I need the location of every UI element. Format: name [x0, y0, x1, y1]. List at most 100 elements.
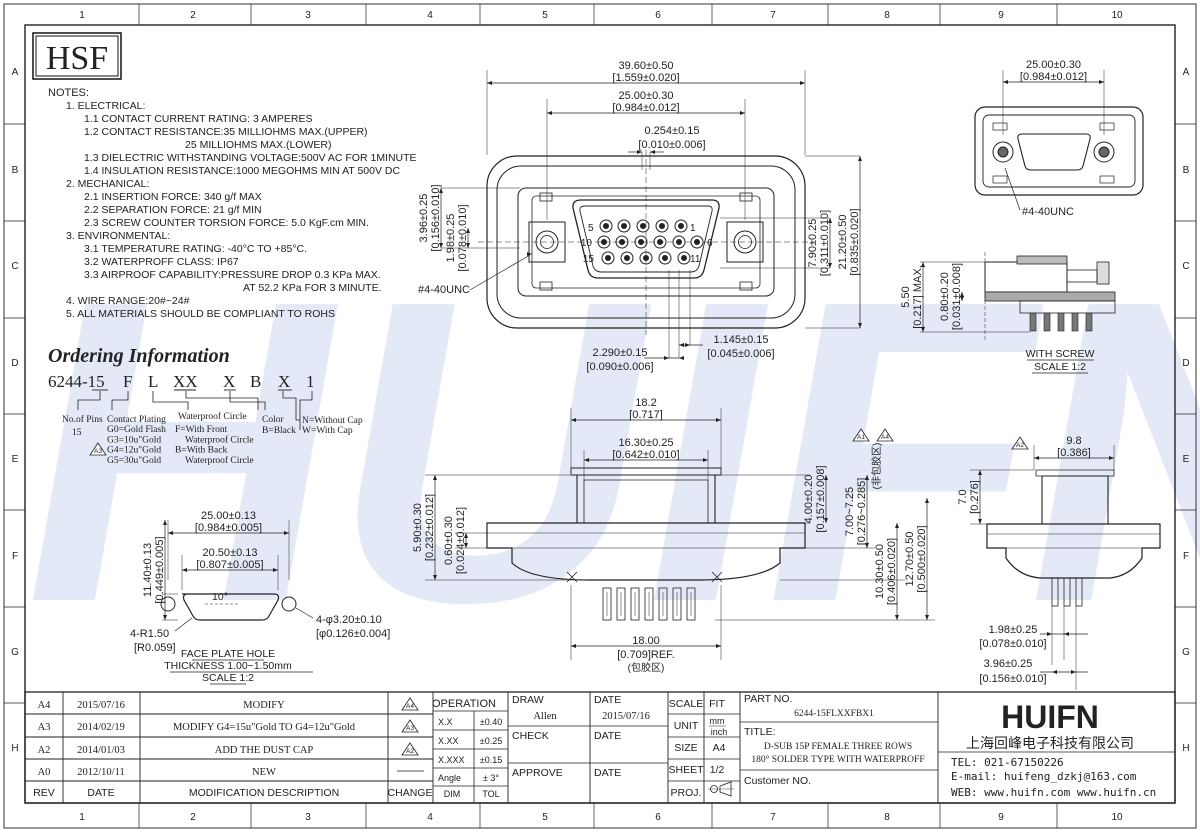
solder-cup-pin [602, 587, 612, 621]
side-body [1019, 300, 1116, 314]
contact-pin [662, 255, 668, 261]
rear-locator [1099, 175, 1115, 184]
plate-angle-label: 10° [212, 591, 228, 603]
column-marker-top: 8 [884, 10, 890, 21]
rev-code: A0 [38, 767, 51, 778]
pin-number: 6 [707, 238, 713, 249]
company-tel: TEL: 021-67150226 [951, 756, 1064, 769]
part-no-label: PART NO. [744, 693, 792, 705]
note-line: 25 MILLIOHMS MAX.(LOWER) [185, 139, 331, 151]
leader-pins [77, 391, 101, 410]
column-marker-bottom: 6 [655, 812, 661, 823]
row-marker-right: H [1182, 743, 1189, 754]
column-marker-top: 6 [655, 10, 661, 21]
size-label: SIZE [674, 742, 697, 754]
waterproof-option: F=With Front [175, 425, 228, 435]
hsf-logo-text: HSF [46, 40, 108, 77]
contact-pin [640, 223, 646, 229]
cutout-outline [182, 593, 280, 621]
arrow-head [978, 519, 982, 524]
leader-color [185, 391, 259, 410]
arrow-head [679, 356, 684, 360]
contact-pin [624, 255, 630, 261]
side-screw-head [1096, 261, 1110, 285]
column-marker-bottom: 7 [770, 812, 776, 823]
rev-header-date: DATE [87, 787, 114, 799]
solder-cup-pin [616, 587, 626, 621]
rear-screw [1093, 141, 1115, 163]
dim-overall-width-value: 39.60±0.50 [619, 60, 674, 72]
arrow-head [571, 418, 576, 422]
arrow-head [1109, 456, 1114, 460]
dim-plate-hole-pitch-value: 25.00±0.13 [201, 510, 256, 522]
rev-change-flag-text: A2 [406, 748, 414, 755]
arrow-head [858, 323, 862, 328]
rear-screw-core [997, 146, 1009, 158]
revision-flag-a2 [1011, 436, 1029, 450]
plating-option: G4=12u"Gold [107, 446, 161, 456]
row-marker-right: B [1183, 165, 1190, 176]
arrow-head [637, 150, 642, 154]
rear-locator [992, 122, 1008, 131]
rev-description: MODIFY G4=15u"Gold TO G4=12u"Gold [173, 722, 356, 733]
dim-height-2-value-inch: [0.078±0.010] [457, 204, 469, 271]
color-option: B=Black [262, 426, 296, 436]
rev-change-flag [401, 742, 419, 756]
note-line: 2.2 SEPARATION FORCE: 21 g/f MIN [84, 204, 262, 216]
column-marker-bottom: 8 [884, 812, 890, 823]
mount-hole [160, 596, 176, 612]
row-marker-right: E [1183, 454, 1190, 465]
tolerance-value: ±0.25 [480, 736, 502, 746]
waterproof-heading: Waterproof Circle [178, 411, 247, 422]
arrow-head [824, 518, 828, 523]
company-email: E-mail: huifeng_dzkj@163.com [951, 770, 1137, 783]
row-marker-left: H [11, 743, 18, 754]
order-code-part: 6244-15 [48, 372, 105, 391]
arrow-head [824, 475, 828, 480]
arrow-head [273, 568, 278, 572]
title-label: TITLE: [744, 726, 776, 738]
arrow-head [650, 150, 655, 154]
note-line: 3.2 WATERPROFF CLASS: IP67 [84, 256, 239, 268]
dim-shell-height-value: 7.90±0.25 [807, 219, 819, 268]
dim-end-height-value-inch: [0.276] [969, 480, 981, 514]
solder-cup [1029, 312, 1037, 332]
column-marker-top: 7 [770, 10, 776, 21]
column-marker-top: 1 [79, 10, 85, 21]
order-code-part: X [278, 372, 290, 391]
column-marker-bottom: 9 [998, 812, 1004, 823]
dim-pitch-1-value: 1.145±0.15 [714, 334, 769, 346]
dim-pitch-2-value-inch: [0.090±0.006] [586, 361, 653, 373]
revision-flag-a4-text: A4 [881, 434, 889, 441]
dim-plate-hole-pitch-value-inch: [0.984±0.005] [195, 522, 262, 534]
rear-view-top-right: 25.00±0.30[0.984±0.012]#4-40UNC [974, 59, 1144, 218]
contact-socket [620, 251, 634, 265]
dim-pitch-2-value: 2.290±0.15 [593, 347, 648, 359]
arrow-head [960, 296, 964, 301]
arrow-head [716, 418, 721, 422]
plating-option: G5=30u"Gold [107, 456, 161, 466]
rev-date: 2014/02/19 [77, 722, 125, 733]
plating-option: G0=Gold Flash [107, 425, 166, 435]
scale-caption: SCALE 1:2 [202, 672, 254, 684]
tolerance-dim: X.X [438, 717, 453, 727]
dim-right-height-1-value-inch: [0.406±0.020] [886, 538, 898, 605]
arrow-head [828, 218, 832, 223]
revision-flag-a1 [852, 428, 870, 442]
plate-radius-value: 4-R1.50 [130, 628, 169, 640]
notes-title: NOTES: [48, 87, 89, 99]
arrow-head [716, 644, 721, 648]
dim-right-height-1-value: 10.30±0.50 [874, 544, 886, 599]
unit-value-inch: inch [711, 727, 728, 737]
contact-socket [655, 219, 669, 233]
solder-cup-pin [644, 587, 654, 621]
leader-color-2 [229, 391, 266, 410]
contact-socket [636, 219, 650, 233]
arrow-head [487, 81, 492, 85]
row-marker-right: G [1182, 647, 1190, 658]
arrow-head [433, 575, 437, 580]
title-line-2: 180° SOLDER TYPE WITH WATERPROFF [751, 754, 924, 765]
tolerance-value: ± 3° [483, 773, 499, 783]
notes-block: NOTES:1. ELECTRICAL:1.1 CONTACT CURRENT … [48, 87, 417, 320]
